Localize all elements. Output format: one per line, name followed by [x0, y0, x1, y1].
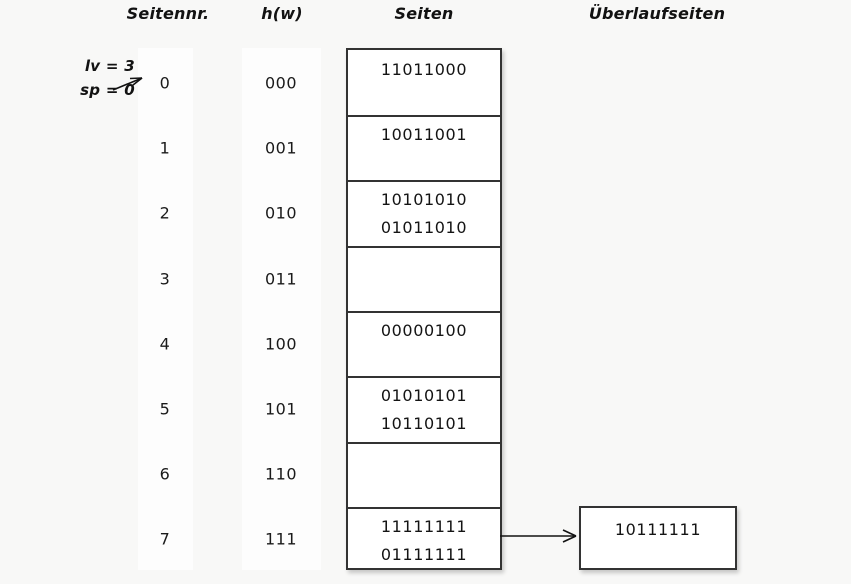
column-header-page-number: Seitennr. [126, 4, 210, 23]
hash-value-cell: 000 [264, 73, 298, 93]
page-record: 01011010 [380, 218, 468, 237]
page-bucket: 11111111 01111111 [348, 507, 500, 572]
page-number-cell: 1 [159, 138, 171, 158]
arrow-right-icon [500, 529, 577, 543]
page-bucket: 11011000 [348, 50, 500, 115]
arrow-right-icon [112, 77, 143, 91]
split-pointer-label: sp = 0 [80, 81, 135, 99]
hash-value-cell: 011 [264, 269, 298, 289]
page-number-cell: 2 [159, 203, 171, 223]
page-bucket: 00000100 [348, 311, 500, 376]
page-number-cell: 4 [159, 334, 171, 354]
page-record: 01111111 [380, 545, 468, 564]
level-split-annotation: lv = 3 sp = 0 [40, 54, 135, 102]
page-number-cell: 0 [159, 73, 171, 93]
page-record: 01010101 [380, 386, 468, 405]
hash-column-band [242, 48, 321, 570]
row-divider [348, 246, 500, 248]
hash-value-cell: 100 [264, 334, 298, 354]
page-number-column-band [138, 48, 193, 570]
row-divider [348, 442, 500, 444]
page-number-cell: 5 [159, 399, 171, 419]
level-label: lv = 3 [84, 57, 135, 75]
page-number-cell: 3 [159, 269, 171, 289]
hash-value-cell: 111 [264, 529, 298, 549]
page-record: 00000100 [380, 321, 468, 340]
row-divider [348, 507, 500, 509]
column-header-overflow-pages: Überlaufseiten [588, 4, 726, 23]
hash-value-cell: 001 [264, 138, 298, 158]
column-header-hash: h(w) [261, 4, 303, 23]
hash-value-cell: 110 [264, 464, 298, 484]
page-number-cell: 7 [159, 529, 171, 549]
row-divider [348, 311, 500, 313]
hash-value-cell: 010 [264, 203, 298, 223]
hash-value-cell: 101 [264, 399, 298, 419]
page-number-cell: 6 [159, 464, 171, 484]
page-record: 11011000 [380, 60, 468, 79]
column-header-pages: Seiten [394, 4, 454, 23]
row-divider [348, 115, 500, 117]
overflow-page: 10111111 [579, 506, 737, 570]
page-record: 10110101 [380, 414, 468, 433]
page-bucket [348, 442, 500, 507]
page-bucket [348, 246, 500, 311]
page-record: 10101010 [380, 190, 468, 209]
page-bucket: 10101010 01011010 [348, 180, 500, 246]
row-divider [348, 180, 500, 182]
row-divider [348, 376, 500, 378]
page-bucket: 10011001 [348, 115, 500, 180]
pages-table: 11011000 10011001 10101010 01011010 00000… [346, 48, 502, 570]
page-bucket: 01010101 10110101 [348, 376, 500, 442]
page-record: 10011001 [380, 125, 468, 144]
overflow-record: 10111111 [614, 520, 702, 539]
page-record: 11111111 [380, 517, 468, 536]
